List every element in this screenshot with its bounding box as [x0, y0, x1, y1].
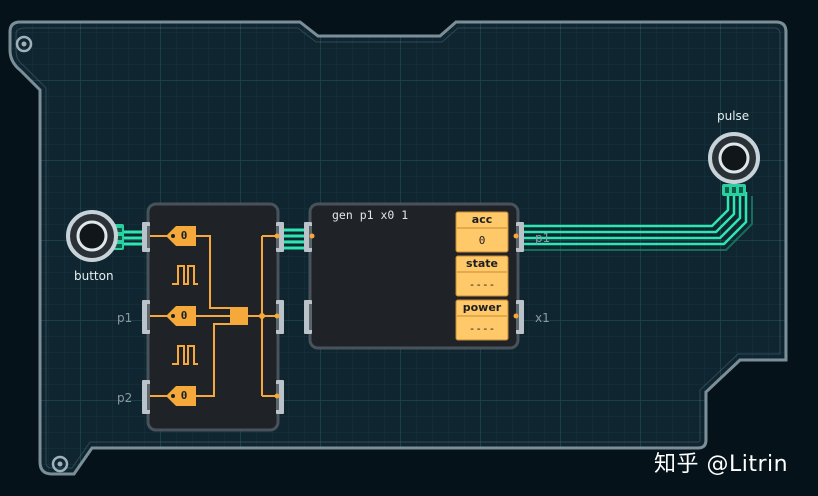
register-power [455, 299, 509, 341]
button-label: button [74, 269, 114, 283]
register-state-name: state [466, 257, 498, 270]
controller-module[interactable] [304, 202, 524, 350]
logic-latch-3[interactable] [166, 386, 196, 406]
port-label-p2-left: p2 [117, 391, 133, 405]
latch-value-2: 0 [180, 309, 188, 322]
register-acc [455, 211, 509, 253]
pulse-wave-icon [172, 265, 198, 285]
register-acc-name: acc [471, 213, 493, 226]
logic-port-left-2[interactable] [142, 300, 150, 334]
register-power-value: ---- [468, 322, 496, 335]
logic-or-node [230, 307, 248, 325]
watermark: 知乎 @Litrin [654, 452, 789, 477]
port-label-p1-left: p1 [117, 311, 133, 325]
register-state [455, 255, 509, 297]
mount-hole-bottom-left-icon [51, 455, 69, 473]
logic-module[interactable] [142, 202, 284, 432]
logic-latch-1[interactable] [166, 226, 196, 246]
pulse-wave-icon [172, 345, 198, 365]
controller-code[interactable]: gen p1 x0 1 [332, 208, 409, 222]
logic-port-left-1[interactable] [142, 222, 150, 252]
port-label-x1-right: x1 [535, 311, 550, 325]
logic-latch-2[interactable] [166, 306, 196, 326]
register-state-value: ---- [468, 278, 496, 291]
register-power-name: power [462, 301, 502, 314]
pulse-component[interactable] [708, 132, 760, 196]
pulse-label: pulse [717, 109, 750, 123]
latch-value-1: 0 [180, 229, 188, 242]
register-acc-value: 0 [478, 234, 486, 247]
wire-controller-to-pulse[interactable] [518, 192, 753, 251]
port-label-p1-right: p1 [535, 231, 551, 245]
button-component[interactable] [66, 210, 124, 262]
mount-hole-top-left-icon [15, 35, 33, 53]
controller-port-left-2[interactable] [304, 300, 312, 334]
latch-value-3: 0 [180, 389, 188, 402]
logic-port-left-3[interactable] [142, 380, 150, 414]
